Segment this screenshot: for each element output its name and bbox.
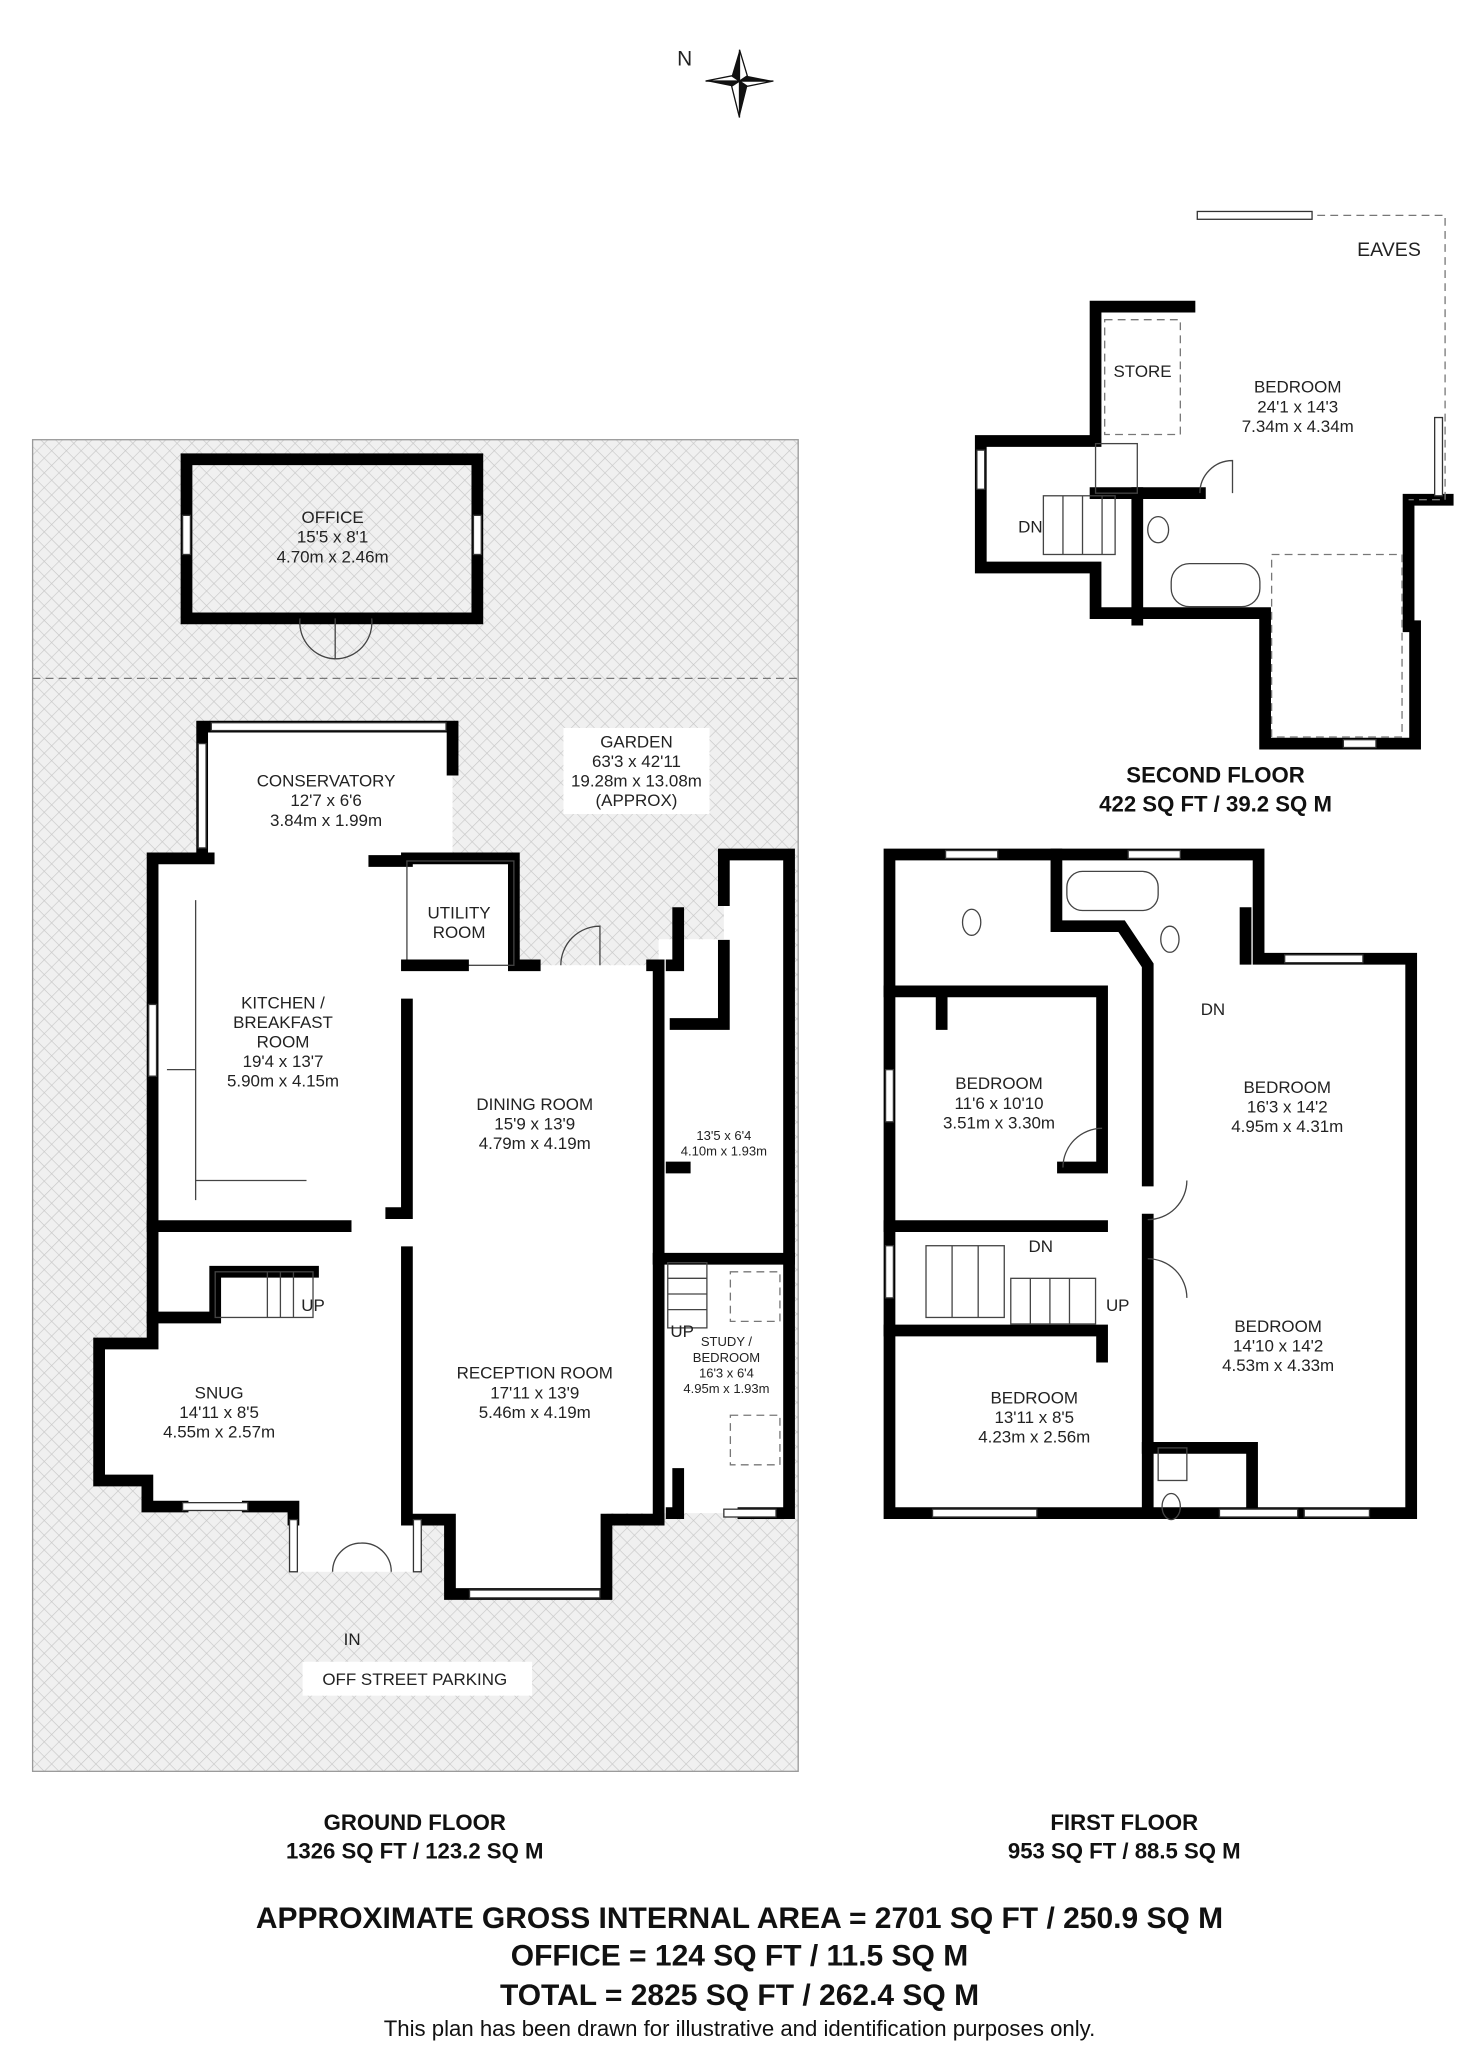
first-floor-title: FIRST FLOOR bbox=[1050, 1810, 1198, 1835]
ff-bedroom-1-name: BEDROOM bbox=[955, 1074, 1043, 1093]
office-metric: 4.70m x 2.46m bbox=[277, 547, 389, 566]
garden-metric: 19.28m x 13.08m bbox=[571, 772, 702, 791]
study-imperial: 16'3 x 6'4 bbox=[699, 1365, 754, 1380]
ff-bedroom-3-name: BEDROOM bbox=[990, 1389, 1078, 1408]
gross-area-total: APPROXIMATE GROSS INTERNAL AREA = 2701 S… bbox=[256, 1902, 1223, 1935]
stairs-up-label: UP bbox=[301, 1296, 325, 1315]
first-floor-plan: BEDROOM 11'6 x 10'10 3.51m x 3.30m BEDRO… bbox=[883, 848, 1418, 1521]
reception-metric: 5.46m x 4.19m bbox=[479, 1403, 591, 1422]
parking-label: OFF STREET PARKING bbox=[322, 1670, 507, 1689]
annex-imperial: 13'5 x 6'4 bbox=[696, 1128, 751, 1143]
sf-stairs-dn-label: DN bbox=[1018, 517, 1042, 536]
snug-metric: 4.55m x 2.57m bbox=[163, 1422, 275, 1441]
study-metric: 4.95m x 1.93m bbox=[683, 1381, 769, 1396]
study-name-2: BEDROOM bbox=[693, 1350, 760, 1365]
second-floor-plan: EAVES STORE BEDROOM 24'1 x 14'3 7.34m x … bbox=[974, 210, 1454, 750]
snug-imperial: 14'11 x 8'5 bbox=[179, 1403, 259, 1422]
first-floor-area: 953 SQ FT / 88.5 SQ M bbox=[1008, 1839, 1241, 1864]
second-floor-area: 422 SQ FT / 39.2 SQ M bbox=[1099, 791, 1332, 816]
overall-total: TOTAL = 2825 SQ FT / 262.4 SQ M bbox=[500, 1979, 979, 2012]
study-name-1: STUDY / bbox=[701, 1334, 753, 1349]
ground-floor-plan: OFFICE 15'5 x 8'1 4.70m x 2.46m GARDEN 6… bbox=[31, 439, 799, 1772]
sf-bedroom-imperial: 24'1 x 14'3 bbox=[1257, 397, 1338, 416]
ff-bedroom-2-name: BEDROOM bbox=[1244, 1078, 1332, 1097]
office-imperial: 15'5 x 8'1 bbox=[297, 528, 368, 547]
dining-name: DINING ROOM bbox=[476, 1095, 593, 1114]
ff-bedroom-4-imperial: 14'10 x 14'2 bbox=[1233, 1336, 1323, 1355]
ff-bedroom-4-name: BEDROOM bbox=[1234, 1317, 1322, 1336]
kitchen-name-2: BREAKFAST bbox=[233, 1013, 333, 1032]
ff-bedroom-2-imperial: 16'3 x 14'2 bbox=[1247, 1098, 1328, 1117]
second-floor-title: SECOND FLOOR bbox=[1126, 763, 1304, 788]
office-name: OFFICE bbox=[302, 508, 364, 527]
ff-bedroom-2-metric: 4.95m x 4.31m bbox=[1231, 1117, 1343, 1136]
ground-floor-area: 1326 SQ FT / 123.2 SQ M bbox=[286, 1839, 543, 1864]
sf-bedroom-name: BEDROOM bbox=[1254, 378, 1342, 397]
reception-name: RECEPTION ROOM bbox=[457, 1364, 613, 1383]
ff-bedroom-3-imperial: 13'11 x 8'5 bbox=[994, 1408, 1074, 1427]
entrance-label: IN bbox=[344, 1630, 361, 1649]
utility-name-2: ROOM bbox=[433, 923, 486, 942]
annex-metric: 4.10m x 1.93m bbox=[681, 1144, 767, 1159]
utility-name-1: UTILITY bbox=[428, 903, 491, 922]
kitchen-name-3: ROOM bbox=[257, 1032, 310, 1051]
reception-imperial: 17'11 x 13'9 bbox=[490, 1383, 579, 1402]
kitchen-name-1: KITCHEN / bbox=[241, 993, 325, 1012]
conservatory-metric: 3.84m x 1.99m bbox=[270, 811, 382, 830]
garden-note: (APPROX) bbox=[596, 791, 678, 810]
conservatory-imperial: 12'7 x 6'6 bbox=[290, 791, 361, 810]
eaves-label: EAVES bbox=[1357, 239, 1421, 261]
store-label: STORE bbox=[1113, 362, 1171, 381]
dining-imperial: 15'9 x 13'9 bbox=[494, 1115, 575, 1134]
ff-stairs-up-label: UP bbox=[1106, 1296, 1130, 1315]
disclaimer: This plan has been drawn for illustrativ… bbox=[384, 2016, 1095, 2041]
ff-stairs-dn-label-2: DN bbox=[1029, 1237, 1053, 1256]
conservatory-name: CONSERVATORY bbox=[257, 772, 396, 791]
compass-north-label: N bbox=[677, 47, 692, 70]
compass-rose-icon: N bbox=[677, 47, 774, 118]
ground-floor-title: GROUND FLOOR bbox=[324, 1810, 506, 1835]
garden-name: GARDEN bbox=[600, 733, 672, 752]
ff-bedroom-1-imperial: 11'6 x 10'10 bbox=[955, 1094, 1044, 1113]
office-area-total: OFFICE = 124 SQ FT / 11.5 SQ M bbox=[511, 1940, 968, 1973]
sf-bedroom-metric: 7.34m x 4.34m bbox=[1242, 417, 1354, 436]
ff-bedroom-4-metric: 4.53m x 4.33m bbox=[1222, 1356, 1334, 1375]
snug-name: SNUG bbox=[195, 1383, 244, 1402]
dining-metric: 4.79m x 4.19m bbox=[479, 1134, 591, 1153]
garden-imperial: 63'3 x 42'11 bbox=[592, 752, 681, 771]
kitchen-imperial: 19'4 x 13'7 bbox=[243, 1052, 324, 1071]
ff-stairs-dn-label-1: DN bbox=[1201, 1000, 1225, 1019]
ff-bedroom-1-metric: 3.51m x 3.30m bbox=[943, 1113, 1055, 1132]
kitchen-metric: 5.90m x 4.15m bbox=[227, 1072, 339, 1091]
study-stairs-up-label: UP bbox=[670, 1322, 694, 1341]
ff-bedroom-3-metric: 4.23m x 2.56m bbox=[978, 1428, 1090, 1447]
